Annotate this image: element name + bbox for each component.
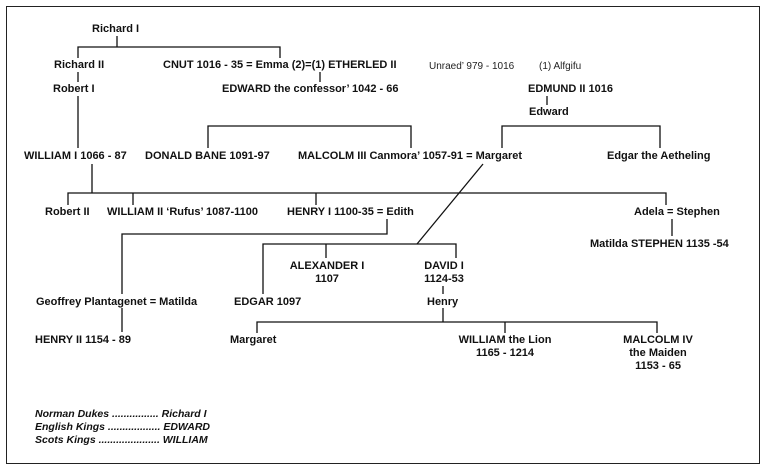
node-adela-stephen: Adela = Stephen bbox=[634, 206, 720, 218]
node-malcolm-iii-margaret: MALCOLM III Canmora’ 1057-91 = Margaret bbox=[298, 150, 523, 162]
node-robert-i: Robert I bbox=[53, 83, 95, 95]
node-edgar-aetheling: Edgar the Aetheling bbox=[607, 150, 711, 162]
node-margaret: Margaret bbox=[230, 334, 277, 346]
connector-margaret-diagonal bbox=[416, 163, 484, 245]
node-alexander-i-years: 1107 bbox=[315, 273, 339, 285]
node-robert-ii: Robert II bbox=[45, 206, 90, 218]
node-henry-i-edith: HENRY I 1100-35 = Edith bbox=[287, 206, 414, 218]
key-english-kings: English Kings .................. EDWARD bbox=[35, 421, 211, 433]
node-henry: Henry bbox=[427, 296, 459, 308]
node-malcolm-iv-years: 1153 - 65 bbox=[635, 360, 681, 372]
node-edgar: EDGAR 1097 bbox=[234, 296, 302, 308]
node-william-lion-name: WILLIAM the Lion bbox=[458, 334, 552, 346]
key-norman-dukes: Norman Dukes ................ Richard I bbox=[35, 408, 207, 420]
diagram-frame bbox=[6, 6, 760, 464]
node-william-i: WILLIAM I 1066 - 87 bbox=[24, 150, 127, 162]
node-alexander-i: ALEXANDER I 1107 bbox=[286, 260, 368, 286]
connector-henry-children bbox=[256, 321, 658, 333]
connector-donald-malcolm bbox=[207, 125, 412, 148]
node-william-lion: WILLIAM the Lion 1165 - 1214 bbox=[450, 334, 560, 360]
node-david-i-name: DAVID I bbox=[424, 260, 464, 272]
node-alexander-i-name: ALEXANDER I bbox=[289, 260, 365, 272]
connector-william-children bbox=[67, 192, 667, 205]
node-william-lion-years: 1165 - 1214 bbox=[475, 347, 535, 359]
key-scots-kings: Scots Kings ..................... WILLIA… bbox=[35, 434, 208, 446]
node-unraed: Unraed’ 979 - 1016 bbox=[429, 61, 515, 72]
node-david-i-years: 1124-53 bbox=[424, 273, 464, 285]
node-geoffrey-matilda: Geoffrey Plantagenet = Matilda bbox=[36, 296, 198, 308]
node-edward-confessor: EDWARD the confessor’ 1042 - 66 bbox=[222, 83, 399, 95]
connector-richard-i-bar bbox=[77, 46, 281, 58]
node-edward: Edward bbox=[529, 106, 569, 118]
node-cnut-emma-etherled: CNUT 1016 - 35 = Emma (2)=(1) ETHERLED I… bbox=[163, 59, 397, 71]
node-malcolm-iv-epithet: the Maiden bbox=[629, 347, 687, 359]
node-richard-ii: Richard II bbox=[54, 59, 105, 71]
connector-scots-children bbox=[262, 243, 457, 294]
node-malcolm-iv-name: MALCOLM IV bbox=[623, 334, 693, 346]
connector-edith-matilda bbox=[121, 219, 388, 294]
node-henry-ii: HENRY II 1154 - 89 bbox=[35, 334, 131, 346]
node-william-ii: WILLIAM II ‘Rufus’ 1087-1100 bbox=[107, 206, 258, 218]
node-edmund-ii: EDMUND II 1016 bbox=[528, 83, 613, 95]
node-donald-bane: DONALD BANE 1091-97 bbox=[145, 150, 270, 162]
node-matilda-stephen: Matilda STEPHEN 1135 -54 bbox=[590, 238, 729, 250]
node-david-i: DAVID I 1124-53 bbox=[414, 260, 474, 286]
node-malcolm-iv: MALCOLM IV the Maiden 1153 - 65 bbox=[616, 334, 700, 373]
node-alfgifu: (1) Alfgifu bbox=[539, 61, 582, 72]
node-richard-i: Richard I bbox=[92, 23, 140, 35]
connector-edward-children bbox=[501, 125, 661, 148]
